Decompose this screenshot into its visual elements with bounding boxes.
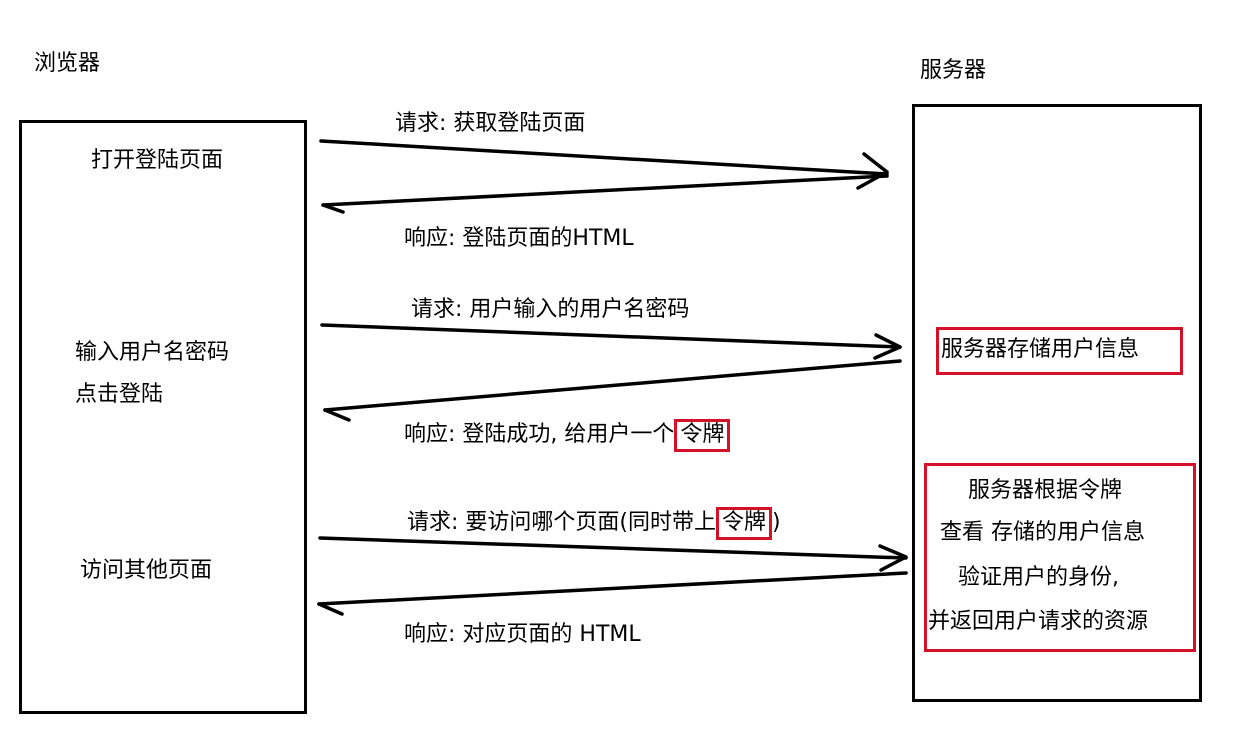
response-1-arrow — [321, 174, 889, 207]
request-1-arrowhead — [856, 152, 889, 190]
request-3-suffix: ) — [772, 510, 781, 535]
verify-note-line-4: 并返回用户请求的资源 — [928, 609, 1149, 634]
response-2-token-highlight: 令牌 — [674, 419, 731, 452]
request-3-prefix: 请求: 要访问哪个页面(同时带上 — [407, 510, 716, 535]
request-2-arrow — [320, 323, 902, 349]
response-3-label: 响应: 对应页面的 HTML — [404, 622, 641, 647]
server-box — [912, 104, 1202, 702]
request-3-arrow — [318, 536, 908, 560]
response-3-arrowhead — [317, 602, 344, 616]
response-2-arrowhead — [323, 408, 351, 422]
response-2-prefix: 响应: 登陆成功, 给用户一个 — [404, 422, 675, 447]
browser-box — [19, 120, 307, 714]
response-3-arrow — [317, 571, 908, 606]
request-3-label: 请求: 要访问哪个页面(同时带上令牌) — [407, 507, 781, 540]
store-note-text: 服务器存储用户信息 — [941, 337, 1140, 362]
request-3-token-highlight: 令牌 — [716, 507, 773, 540]
response-1-arrowhead — [321, 203, 345, 214]
request-2-label: 请求: 用户输入的用户名密码 — [411, 297, 690, 322]
response-1-label: 响应: 登陆页面的HTML — [404, 226, 634, 251]
action-visit-other-page: 访问其他页面 — [80, 558, 213, 583]
verify-note-line-2: 查看 存储的用户信息 — [940, 520, 1145, 545]
server-title: 服务器 — [920, 58, 987, 83]
verify-note-line-1: 服务器根据令牌 — [968, 478, 1123, 503]
request-1-arrow — [319, 139, 889, 176]
action-enter-credentials: 输入用户名密码 — [75, 340, 230, 365]
store-note-box — [936, 327, 1183, 375]
response-2-arrow — [323, 359, 902, 412]
verify-note-line-3: 验证用户的身份, — [958, 565, 1119, 590]
action-click-login: 点击登陆 — [75, 382, 164, 407]
verify-note-box — [924, 463, 1196, 652]
response-2-label: 响应: 登陆成功, 给用户一个令牌 — [404, 419, 731, 452]
request-3-arrowhead — [878, 544, 908, 572]
request-2-arrowhead — [873, 333, 902, 360]
request-1-label: 请求: 获取登陆页面 — [395, 111, 586, 136]
browser-title: 浏览器 — [34, 51, 101, 76]
action-open-login-page: 打开登陆页面 — [91, 148, 224, 173]
